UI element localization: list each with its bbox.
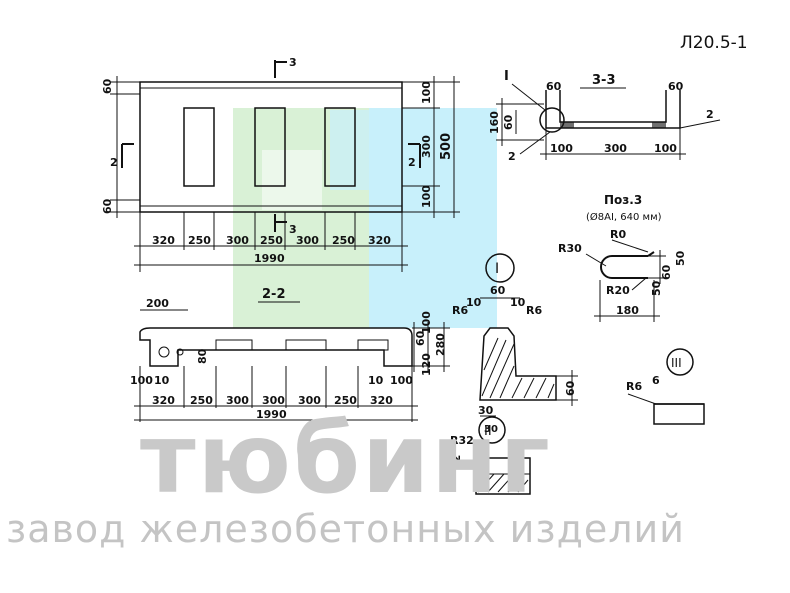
- plan-mark-2-left: 2: [110, 156, 118, 169]
- detail-II-r32: R32: [450, 434, 474, 447]
- plan-total-height: 500: [439, 133, 454, 160]
- section-3-3: 3-3 I 60 60 160 60 2 2 100 300 100: [488, 69, 721, 163]
- plan-mark-3-top: 3: [289, 56, 297, 69]
- plan-right-dim-1: 100: [420, 81, 433, 104]
- detail-I-marker: I: [495, 261, 499, 277]
- section-2-2-total-length: 1990: [256, 408, 287, 421]
- section-2-2-right-dim-60: 60: [414, 330, 427, 346]
- section-2-2-label: 2-2: [262, 287, 286, 302]
- detail-III-r6: R6: [626, 380, 642, 393]
- plan-right-dim-2: 300: [420, 135, 433, 158]
- detail-III-d6: 6: [652, 374, 660, 387]
- plan-bottom-dim-6: 250: [332, 234, 355, 247]
- plan-left-dim-top: 60: [101, 78, 114, 94]
- plan-total-length: 1990: [254, 252, 285, 265]
- section-2-2-bottom-dim-6: 250: [334, 394, 357, 407]
- poz-r30: R30: [558, 242, 582, 255]
- detail-III: III R6 6: [626, 348, 705, 425]
- plan-bottom-dim-1: 320: [152, 234, 175, 247]
- detail-I-r6b: R6: [526, 304, 542, 317]
- detail-II: II 30 R32 32: [450, 416, 531, 495]
- plan-bottom-dim-5: 300: [296, 234, 319, 247]
- section-2-2: 2-2 200 80 100 10 10 100 60 120 100 280 …: [130, 287, 450, 422]
- detail-I-d60v: 60: [564, 380, 577, 396]
- detail-I-d10a: 10: [466, 296, 482, 309]
- plan-mark-2-right: 2: [408, 156, 416, 169]
- detail-I-r6a: R6: [452, 304, 468, 317]
- section-2-2-bottom-dim-5: 300: [298, 394, 321, 407]
- section-2-2-bottom-dim-3: 300: [226, 394, 249, 407]
- detail-II-d30: 30: [484, 424, 498, 435]
- section-3-3-left-dim-60: 60: [502, 114, 515, 130]
- detail-I-d30: 30: [478, 404, 494, 417]
- poz-d50b: 50: [650, 280, 663, 296]
- detail-III-marker: III: [671, 356, 682, 370]
- watermark-tagline: завод железобетонных изделий: [6, 507, 685, 551]
- watermark-brand: тюбинг: [140, 403, 552, 515]
- section-3-3-left-dim-160: 160: [488, 111, 501, 134]
- section-3-3-bottom-dim-1: 100: [550, 142, 573, 155]
- section-2-2-d100-left: 100: [130, 374, 153, 387]
- poz-r20: R20: [606, 284, 630, 297]
- section-2-2-d80: 80: [196, 348, 209, 364]
- section-3-3-top-dim-right: 60: [668, 80, 684, 93]
- section-3-3-top-dim-left: 60: [546, 80, 562, 93]
- poz-r0: R0: [610, 228, 626, 241]
- section-3-3-label: 3-3: [592, 73, 616, 88]
- section-2-2-d100-right: 100: [390, 374, 413, 387]
- section-3-3-bottom-dim-3: 100: [654, 142, 677, 155]
- plan-bottom-dim-7: 320: [368, 234, 391, 247]
- section-2-2-d200: 200: [146, 297, 169, 310]
- section-2-2-d10-left: 10: [154, 374, 170, 387]
- section-3-3-bottom-dim-2: 300: [604, 142, 627, 155]
- plan-bottom-dim-4: 250: [260, 234, 283, 247]
- poz-title: Поз.3: [604, 193, 642, 207]
- section-2-2-bottom-dim-1: 320: [152, 394, 175, 407]
- section-2-2-d10-right: 10: [368, 374, 384, 387]
- poz-subtitle: (Ø8AI, 640 мм): [586, 211, 662, 223]
- section-3-3-callout-I: I: [504, 69, 509, 84]
- detail-I: I 60 R6 10 10 R6 60 30: [452, 253, 578, 417]
- poz-d60: 60: [660, 264, 673, 280]
- section-2-2-right-dim-100: 100: [420, 311, 433, 334]
- watermark-logo: [233, 108, 497, 328]
- plan-mark-3-bottom: 3: [289, 223, 297, 236]
- poz-d50a: 50: [674, 250, 687, 266]
- poz-d180: 180: [616, 304, 639, 317]
- section-2-2-right-dim-120: 120: [420, 353, 433, 376]
- detail-II-marker: II: [484, 424, 492, 439]
- plan-view: 60 60 100 300 100 500 3 3 2 2: [101, 56, 460, 272]
- section-3-3-mark-2-left: 2: [508, 150, 516, 163]
- plan-right-dim-3: 100: [420, 185, 433, 208]
- detail-I-d10b: 10: [510, 296, 526, 309]
- detail-II-d32: 32: [450, 455, 463, 470]
- section-2-2-bottom-dim-4: 300: [262, 394, 285, 407]
- section-2-2-bottom-dim-7: 320: [370, 394, 393, 407]
- drawing-title: Л20.5-1: [680, 33, 748, 53]
- plan-left-dim-bottom: 60: [101, 198, 114, 214]
- detail-I-d60: 60: [490, 284, 506, 297]
- poz-3-detail: Поз.3 (Ø8AI, 640 мм) R30 R0 R20 60 50 50…: [558, 193, 687, 322]
- section-2-2-bottom-dim-2: 250: [190, 394, 213, 407]
- section-2-2-right-dim-280: 280: [434, 333, 447, 356]
- plan-bottom-dim-2: 250: [188, 234, 211, 247]
- plan-bottom-dim-3: 300: [226, 234, 249, 247]
- section-3-3-mark-2-right: 2: [706, 108, 714, 121]
